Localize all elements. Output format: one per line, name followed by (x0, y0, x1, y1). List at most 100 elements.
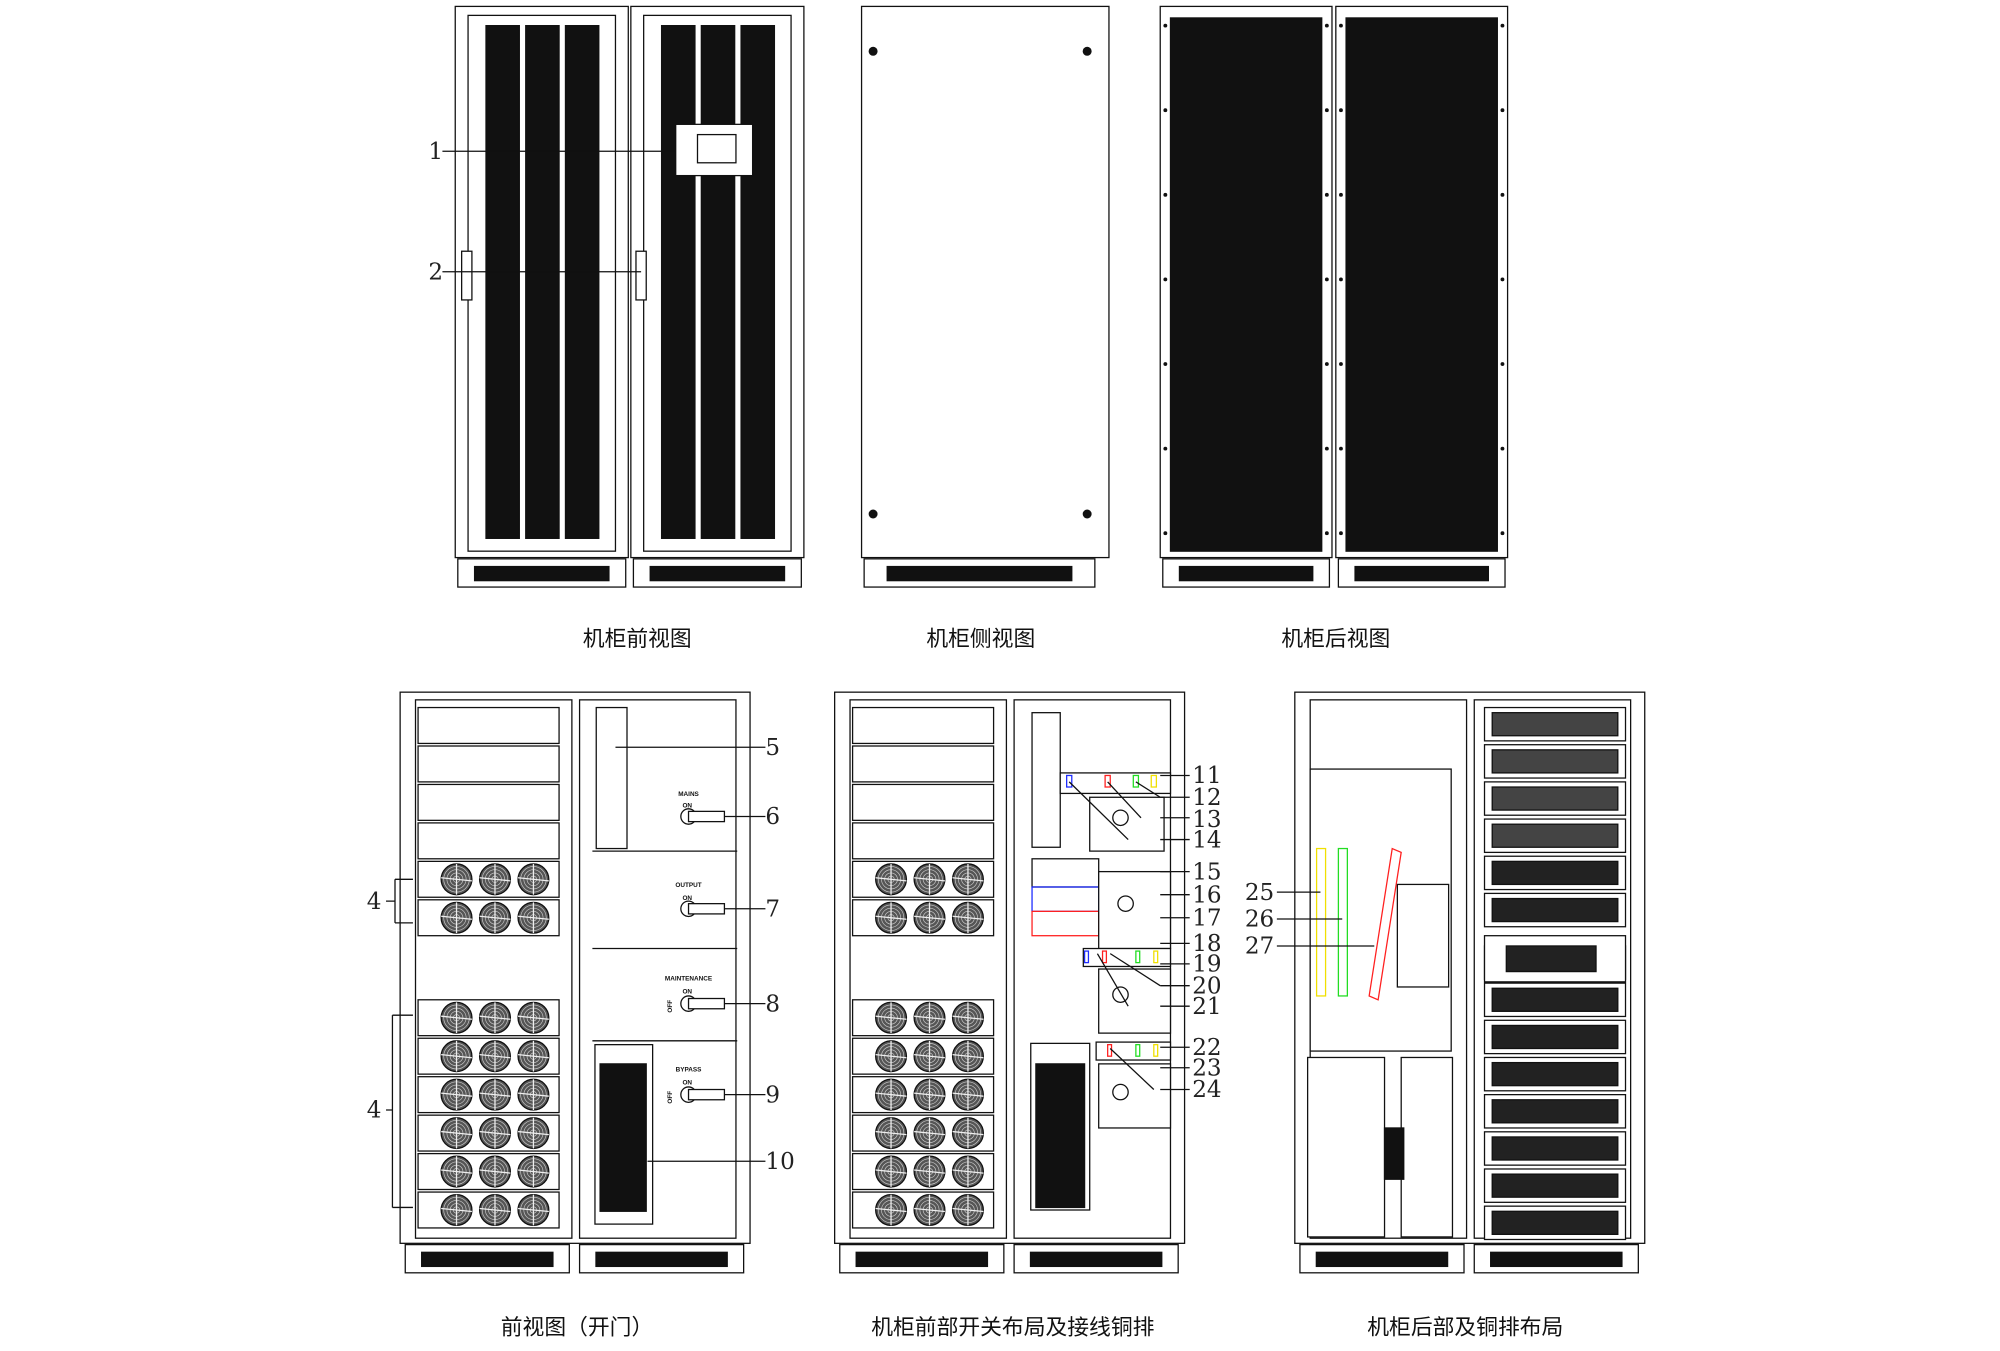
base-vent (855, 1251, 989, 1268)
callout-16: 16 (1192, 882, 1221, 908)
vent-grille (485, 24, 520, 539)
vent-grille (700, 24, 736, 539)
switch-handle (687, 810, 726, 823)
busbar-tag (1150, 774, 1158, 788)
screw (1082, 46, 1092, 56)
door-handle (635, 250, 647, 301)
blank-panel (417, 783, 560, 821)
caption-side-view: 机柜侧视图 (926, 627, 1035, 652)
module-grille (1491, 1099, 1619, 1124)
caption-front-switch-layout: 机柜前部开关布局及接线铜排 (871, 1315, 1154, 1340)
bypass-vent (599, 1063, 647, 1212)
hinge (1324, 362, 1329, 366)
callout-15: 15 (1192, 859, 1221, 885)
hinge (1324, 192, 1329, 197)
screw (868, 509, 878, 519)
hinge (1324, 446, 1329, 451)
blank-panel (417, 822, 560, 860)
breaker (1098, 1063, 1172, 1129)
base-vent (649, 565, 786, 582)
module-grille (1491, 897, 1619, 923)
caption-front-open: 前视图（开门） (501, 1315, 653, 1340)
hinge (1339, 277, 1343, 282)
callout-9: 9 (765, 1082, 780, 1108)
module-grille (1491, 987, 1619, 1012)
base-vent (1354, 565, 1490, 582)
callout-18: 18 (1192, 931, 1221, 957)
hinge (1500, 277, 1505, 282)
rear-vent (1169, 17, 1323, 552)
switch-on-label: ON (682, 895, 692, 902)
switch-label-output: OUTPUT (675, 882, 701, 889)
hinge (1500, 192, 1505, 197)
hinge (1163, 531, 1168, 536)
screw (1082, 509, 1092, 519)
hinge (1500, 446, 1505, 451)
callout-6: 6 (765, 804, 780, 830)
caption-rear-busbar-layout: 机柜后部及铜排布局 (1367, 1315, 1563, 1340)
module-grille (1491, 1136, 1619, 1161)
busbar-tag (1083, 950, 1090, 964)
hinge (1163, 23, 1168, 28)
base-vent (473, 565, 610, 582)
switch-handle (687, 903, 726, 915)
vent-grille (564, 24, 600, 539)
vent-grille (525, 24, 560, 539)
hinge (1324, 531, 1329, 536)
side-panel (860, 5, 1110, 559)
busbar-plate (1059, 772, 1172, 795)
leader-line (1109, 953, 1161, 987)
hinge (1163, 277, 1168, 282)
callout-14: 14 (1192, 827, 1221, 853)
breaker (1098, 870, 1172, 950)
callout-10: 10 (765, 1149, 794, 1175)
hinge (1163, 108, 1168, 113)
caption-front-view: 机柜前视图 (583, 627, 692, 652)
switch-on-label: ON (682, 803, 692, 810)
callout-25: 25 (1245, 880, 1274, 906)
module-grille (1491, 1024, 1619, 1050)
base-vent (886, 565, 1073, 582)
callout-11: 11 (1192, 763, 1221, 789)
cable-duct (1383, 1127, 1405, 1180)
module-grille (1491, 712, 1619, 737)
callout-2: 2 (428, 259, 443, 285)
lcd-screen (696, 133, 737, 164)
blank-panel (851, 783, 995, 821)
callout-19: 19 (1192, 952, 1221, 978)
monitoring-connectors (1505, 945, 1597, 973)
vent-grille (660, 24, 696, 539)
hinge (1339, 192, 1343, 197)
hinge (1163, 446, 1168, 451)
leader-line (1109, 1048, 1155, 1090)
hinge (1339, 446, 1343, 451)
hinge (1500, 531, 1505, 536)
base-vent (1315, 1251, 1449, 1268)
breaker (1098, 968, 1172, 1034)
busbar-green (1337, 847, 1349, 997)
switch-label-mains: MAINS (678, 791, 699, 798)
callout-12: 12 (1192, 785, 1221, 811)
rear-vent (1345, 17, 1498, 552)
callout-24: 24 (1192, 1077, 1221, 1103)
leader-line (1068, 781, 1129, 841)
module-grille (1491, 860, 1619, 886)
callout-5: 5 (765, 735, 780, 761)
busbar-tag (1153, 1044, 1159, 1057)
hinge (1324, 108, 1329, 113)
switch-on-label: ON (682, 988, 692, 995)
switch-handle (687, 1088, 726, 1101)
callout-26: 26 (1245, 907, 1274, 933)
module-grille (1491, 749, 1619, 774)
base-vent (1490, 1251, 1623, 1268)
bypass-vent (1035, 1063, 1086, 1209)
busbar-tag (1132, 774, 1140, 788)
leader-line (1135, 781, 1161, 798)
callout-13: 13 (1192, 807, 1221, 833)
breaker-knob (1112, 809, 1129, 827)
base-vent (1029, 1251, 1163, 1268)
breaker-knob (1117, 895, 1134, 912)
busbar-tag (1066, 774, 1073, 788)
breaker-knob (1112, 986, 1129, 1003)
door-handle (461, 250, 473, 301)
